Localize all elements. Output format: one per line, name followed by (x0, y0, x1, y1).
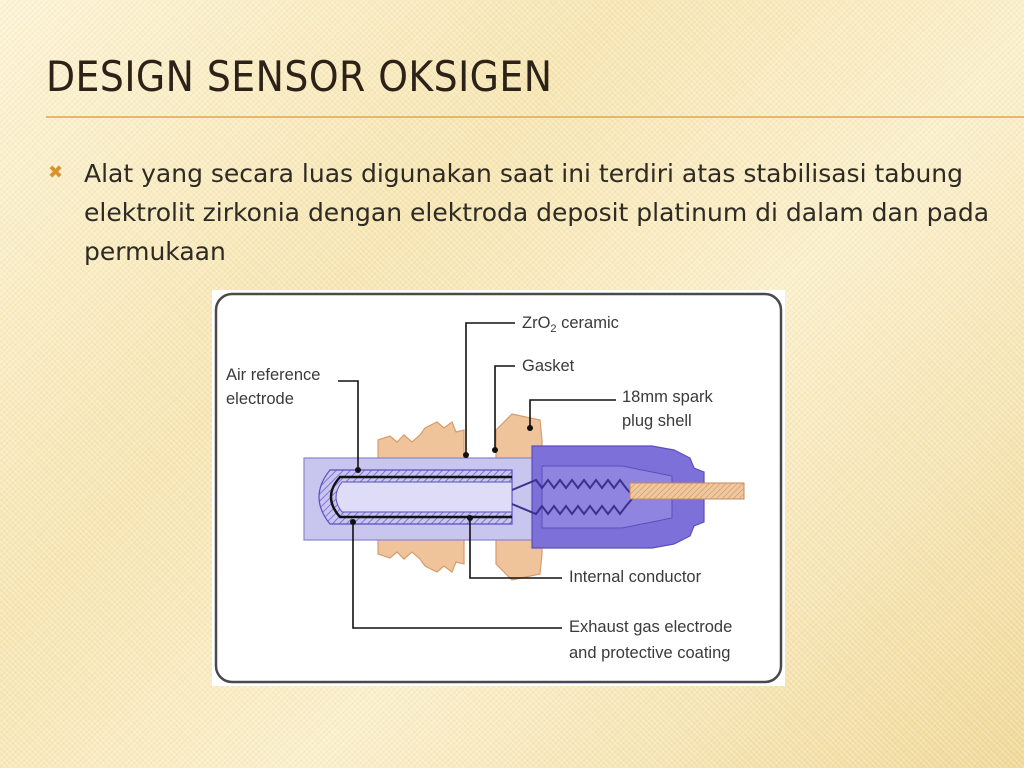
zro2-ceramic-thimble (318, 469, 513, 525)
label-air-reference-2: electrode (226, 390, 294, 408)
label-internal-conductor: Internal conductor (569, 568, 702, 586)
bullet-text: Alat yang secara luas digunakan saat ini… (84, 159, 990, 266)
internal-conductor-spring (511, 478, 633, 496)
label-spark-plug-shell-2: plug shell (622, 412, 692, 430)
label-spark-plug-shell-1: 18mm spark (622, 388, 714, 406)
label-exhaust-gas-electrode-2: and protective coating (569, 644, 730, 662)
title-divider (46, 116, 1024, 118)
label-gasket: Gasket (522, 357, 575, 375)
signal-wire (629, 482, 745, 500)
label-air-reference-1: Air reference (226, 366, 320, 384)
leader-lines (338, 322, 616, 629)
oxygen-sensor-diagram: ZrO2 ceramic Gasket 18mm spark plug shel… (212, 290, 785, 686)
electrode-layer (329, 475, 512, 519)
label-exhaust-gas-electrode-1: Exhaust gas electrode (569, 618, 732, 636)
slide-title: Design Sensor Oksigen (46, 52, 553, 101)
x-bullet-icon: ✖ (48, 162, 64, 183)
bullet-item: ✖ Alat yang secara luas digunakan saat i… (48, 154, 998, 271)
label-zro2-ceramic: ZrO2 ceramic (522, 314, 619, 335)
